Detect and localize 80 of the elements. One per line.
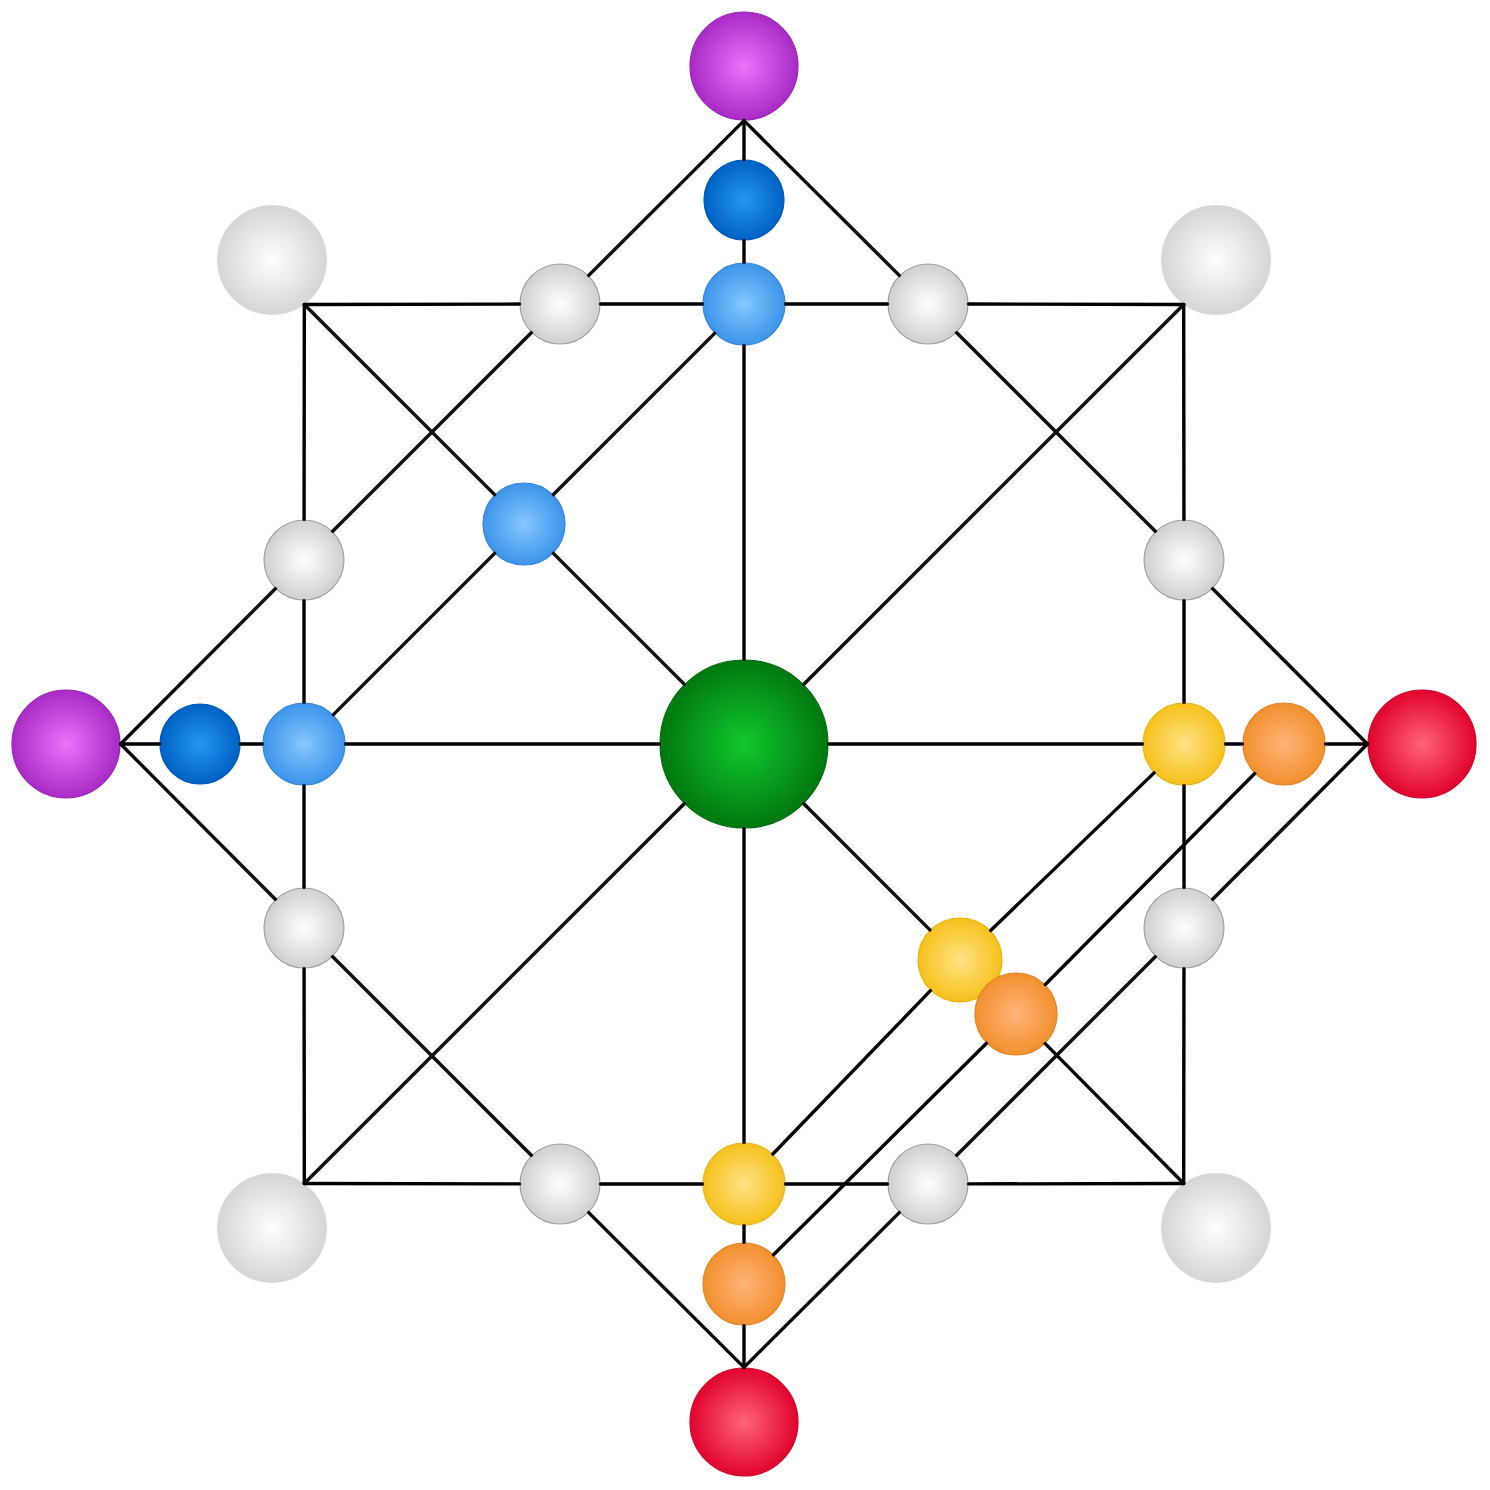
ball bbox=[1242, 702, 1326, 786]
line bbox=[771, 988, 933, 1156]
line bbox=[343, 742, 662, 746]
line bbox=[302, 302, 307, 522]
line bbox=[302, 302, 522, 307]
line bbox=[331, 331, 533, 533]
ball bbox=[519, 1143, 601, 1225]
line bbox=[1323, 742, 1370, 746]
ball bbox=[887, 1143, 969, 1225]
line bbox=[302, 1181, 522, 1186]
line bbox=[742, 118, 746, 162]
line bbox=[742, 1210, 901, 1370]
line bbox=[955, 331, 1157, 533]
ball bbox=[1367, 689, 1477, 799]
line bbox=[238, 742, 265, 746]
ball bbox=[689, 11, 799, 121]
line bbox=[1210, 587, 1370, 746]
ball bbox=[263, 887, 345, 969]
ball bbox=[659, 659, 829, 829]
line bbox=[802, 802, 932, 932]
line bbox=[331, 551, 497, 717]
line bbox=[783, 1182, 890, 1186]
ball bbox=[1143, 887, 1225, 969]
ball bbox=[519, 263, 601, 345]
ball bbox=[917, 917, 1003, 1003]
line bbox=[1043, 771, 1257, 987]
line bbox=[598, 1182, 705, 1186]
line bbox=[598, 302, 705, 306]
line bbox=[783, 302, 890, 306]
line bbox=[742, 238, 746, 265]
ball bbox=[1161, 1173, 1271, 1283]
line bbox=[118, 742, 278, 901]
line bbox=[1182, 598, 1186, 705]
ball bbox=[11, 689, 121, 799]
line bbox=[1182, 966, 1186, 1186]
ball bbox=[887, 263, 969, 345]
line bbox=[742, 1223, 746, 1245]
line bbox=[302, 783, 306, 890]
line bbox=[742, 118, 901, 278]
line bbox=[302, 966, 307, 1186]
line bbox=[955, 955, 1157, 1157]
line bbox=[1182, 783, 1186, 890]
ball bbox=[217, 205, 327, 315]
line bbox=[118, 742, 162, 746]
line bbox=[118, 587, 278, 746]
line bbox=[966, 1181, 1186, 1186]
line bbox=[988, 771, 1156, 933]
line bbox=[826, 742, 1145, 746]
line bbox=[1210, 742, 1370, 901]
line bbox=[302, 302, 497, 497]
line bbox=[742, 1323, 746, 1370]
line bbox=[742, 343, 746, 662]
line bbox=[742, 826, 746, 1145]
ball bbox=[217, 1173, 327, 1283]
ball bbox=[1142, 702, 1226, 786]
line bbox=[771, 1041, 989, 1257]
ball bbox=[263, 519, 345, 601]
line bbox=[802, 302, 1186, 686]
line bbox=[587, 1210, 746, 1370]
ball bbox=[1143, 519, 1225, 601]
ball bbox=[1161, 205, 1271, 315]
ball bbox=[689, 1367, 799, 1477]
ball bbox=[262, 702, 346, 786]
line bbox=[551, 551, 686, 686]
ball bbox=[703, 159, 785, 241]
ball bbox=[482, 482, 566, 566]
line bbox=[587, 118, 746, 278]
line bbox=[1043, 1041, 1186, 1186]
line bbox=[302, 802, 686, 1186]
ball bbox=[702, 262, 786, 346]
ball bbox=[159, 703, 241, 785]
line bbox=[1223, 742, 1245, 746]
ball bbox=[702, 1142, 786, 1226]
line bbox=[302, 598, 306, 705]
ball bbox=[702, 1242, 786, 1326]
line bbox=[551, 331, 717, 497]
ball bbox=[974, 972, 1058, 1056]
line bbox=[1182, 302, 1186, 522]
line bbox=[966, 302, 1186, 307]
line bbox=[331, 955, 533, 1157]
